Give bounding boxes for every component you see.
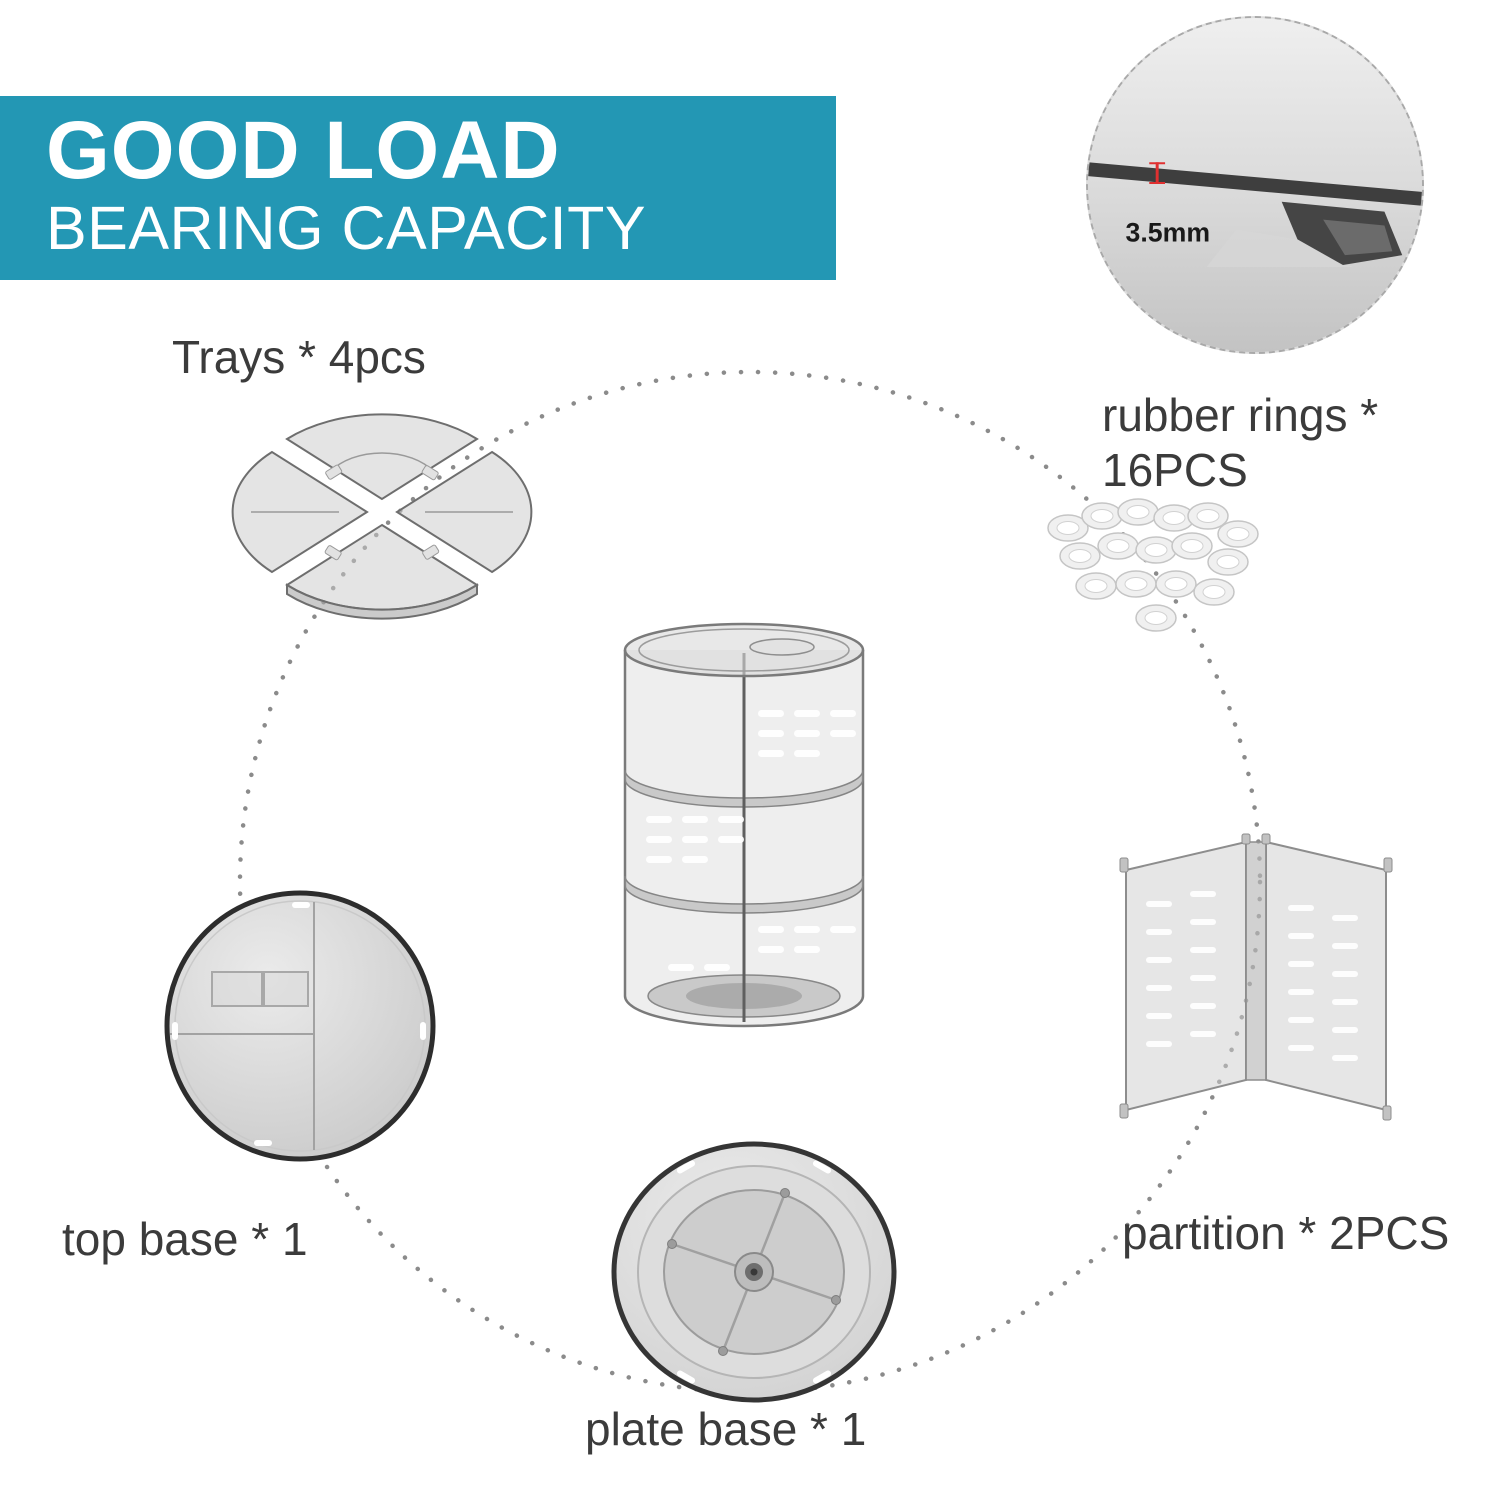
plate-base-label: plate base * 1: [585, 1403, 867, 1455]
tray-clip-highlight: [1323, 219, 1393, 256]
banner-subtitle: BEARING CAPACITY: [46, 194, 647, 263]
tray-edge-closeup: [1088, 162, 1422, 206]
banner-title: GOOD LOAD: [46, 105, 561, 196]
top-base-compartments: [211, 971, 309, 1007]
organizer-shelf-1: [624, 769, 864, 808]
detail-callout: 3.5mm: [1086, 16, 1424, 354]
measurement-mark: [1149, 162, 1166, 185]
organizer-lid-knob: [749, 638, 815, 656]
tray-clips: [324, 464, 440, 561]
trays-image: [231, 413, 533, 620]
assembled-organizer-image: [623, 622, 865, 1028]
tray-quarter-left: [231, 450, 369, 574]
organizer-slots: [646, 710, 856, 971]
tray-quarter-right: [395, 450, 533, 574]
plate-base-screws: [667, 1188, 841, 1356]
plate-base-ticks: [676, 1160, 832, 1384]
organizer-shelf-2: [624, 875, 864, 914]
partition-panel-left: [1125, 840, 1247, 1112]
measurement-label: 3.5mm: [1126, 217, 1211, 247]
rubber-rings-label-line1: rubber rings *: [1102, 389, 1379, 441]
top-base-label: top base * 1: [62, 1213, 308, 1265]
tray-quarter-top: [285, 413, 479, 501]
top-base-disc: [164, 890, 436, 1162]
tray-quarter-bottom: [285, 523, 479, 620]
organizer-lid: [623, 622, 865, 678]
trays-label: Trays * 4pcs: [172, 331, 426, 383]
organizer-lid-rim: [638, 628, 850, 672]
partition-label: partition * 2PCS: [1122, 1207, 1450, 1259]
partition-center-seam: [1245, 841, 1267, 1081]
partition-pegs: [1119, 833, 1393, 1121]
rubber-rings-image: [1047, 498, 1259, 632]
top-base-image: [164, 890, 436, 1162]
rubber-rings-label: rubber rings * 16PCS: [1102, 388, 1378, 498]
banner: GOOD LOAD BEARING CAPACITY: [0, 96, 836, 280]
plate-base-image: [611, 1141, 897, 1403]
partition-image: [1119, 833, 1393, 1121]
partition-panel-right: [1265, 840, 1387, 1112]
acrylic-wedge: [1206, 229, 1353, 268]
partition-slots: [1146, 891, 1358, 1061]
rubber-rings-group: [1047, 498, 1259, 632]
rubber-rings-label-line2: 16PCS: [1102, 444, 1248, 497]
top-base-ticks: [172, 902, 426, 1146]
plate-base-hub-center: [750, 1268, 758, 1276]
detail-callout-image: 3.5mm: [1088, 18, 1422, 352]
